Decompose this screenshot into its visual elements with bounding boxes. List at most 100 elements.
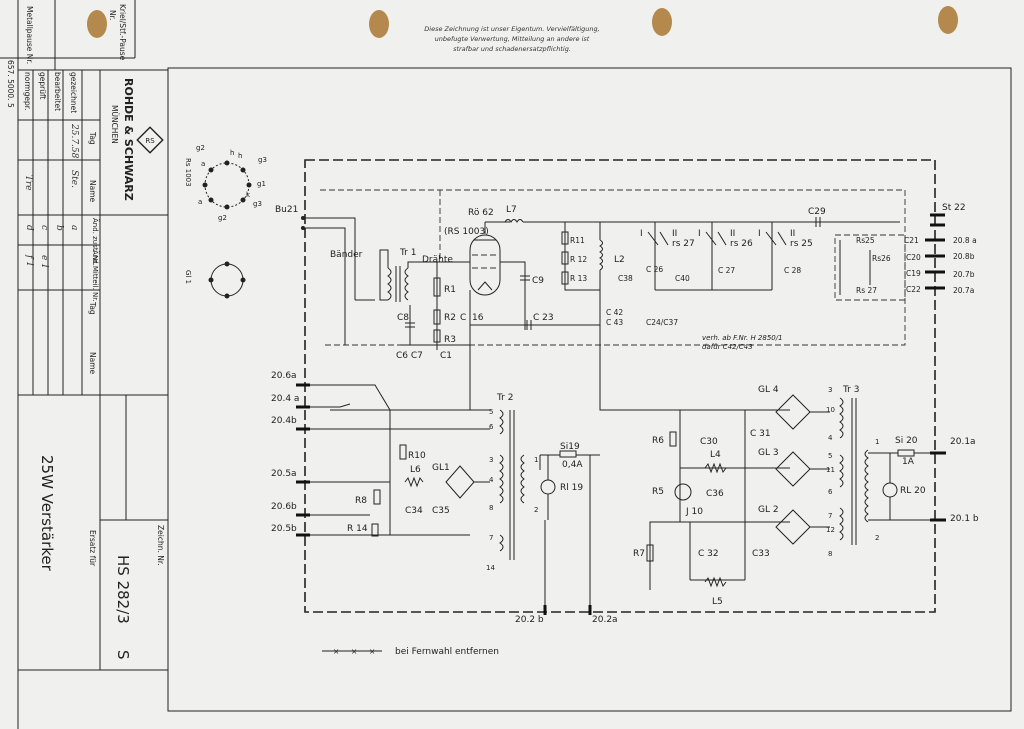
punch-hole xyxy=(652,8,672,36)
label-c40: C40 xyxy=(675,274,690,283)
pin-206b: 20.6b xyxy=(271,502,297,512)
label-r10: R10 xyxy=(408,451,426,461)
label-tr1: Tr 1 xyxy=(399,248,416,258)
bridge-gl4 xyxy=(775,394,811,430)
label-r1: R1 xyxy=(444,285,456,295)
label-r13: R 13 xyxy=(570,274,587,283)
svg-text:6: 6 xyxy=(489,423,494,431)
pin-204a: 20.4 a xyxy=(271,394,299,404)
label-l7: L7 xyxy=(506,205,517,215)
company-city: MÜNCHEN xyxy=(110,105,119,144)
notice-line: unbefugte Verwertung, Mitteilung an ande… xyxy=(435,35,590,43)
pin-201b: 20.1 b xyxy=(950,514,979,524)
switch-rs26: I II rs 26 xyxy=(698,229,753,249)
label-r12: R 12 xyxy=(570,255,587,264)
svg-text:×: × xyxy=(351,647,357,656)
col-tag2: Tag xyxy=(88,301,97,315)
switch-rs25: I II rs 25 xyxy=(758,229,813,249)
pin-207a: 20.7a xyxy=(953,286,974,295)
tube-roe62 xyxy=(469,234,501,296)
svg-text:rs 27: rs 27 xyxy=(672,239,695,249)
label-r3: R3 xyxy=(444,335,456,345)
label-l2: L2 xyxy=(614,255,625,265)
pin-205a: 20.5a xyxy=(271,469,297,479)
pin-202a: 20.2a xyxy=(592,615,618,625)
svg-text:rs 26: rs 26 xyxy=(730,239,753,249)
title-block: gezeichnet bearbeitet geprüft normgepr. … xyxy=(17,69,169,671)
label-c43: C 43 xyxy=(606,318,623,327)
svg-text:14: 14 xyxy=(486,564,495,572)
svg-text:a: a xyxy=(198,198,202,206)
pin-201a: 20.1a xyxy=(950,437,976,447)
label-bu21: Bu21 xyxy=(275,205,298,215)
label-c21: C21 xyxy=(904,236,919,245)
pin-206a: 20.6a xyxy=(271,371,297,381)
label-r2: R2 xyxy=(444,313,456,323)
label-c19: C19 xyxy=(906,269,921,278)
label-rs1003: (RS 1003) xyxy=(444,227,489,237)
svg-text:6: 6 xyxy=(828,488,833,496)
fernwahl-legend: ××× xyxy=(322,647,382,656)
pin-208b: 20.8b xyxy=(953,252,975,261)
svg-text:h: h xyxy=(238,152,242,160)
label-l4: L4 xyxy=(710,450,721,460)
label-gl2: GL 2 xyxy=(758,505,779,515)
label-si19: Si19 xyxy=(560,442,580,452)
svg-text:4: 4 xyxy=(489,476,494,484)
svg-text:4: 4 xyxy=(828,434,833,442)
label-c42: C 42 xyxy=(606,308,623,317)
svg-text:h: h xyxy=(230,149,234,157)
pin-207b: 20.7b xyxy=(953,270,975,279)
svg-text:2: 2 xyxy=(875,534,879,542)
label-r14: R 14 xyxy=(347,524,368,534)
date-value: 25.7.58 xyxy=(69,123,79,159)
label-c16: 16 xyxy=(472,313,484,323)
svg-text:I: I xyxy=(698,229,701,239)
svg-text:RS: RS xyxy=(145,137,155,145)
label-c28: C 28 xyxy=(784,266,801,275)
label-gl3: GL 3 xyxy=(758,448,779,458)
svg-text:11: 11 xyxy=(826,466,835,474)
svg-text:I: I xyxy=(640,229,643,239)
col-name2: Name xyxy=(88,352,97,375)
handwritten-mitt: f 1 xyxy=(24,254,34,267)
label-gl4: GL 4 xyxy=(758,385,779,395)
label-r8: R8 xyxy=(355,496,367,506)
label-rl20: RL 20 xyxy=(900,486,926,496)
label-roe62: Rö 62 xyxy=(468,208,494,218)
label-draehte: Drähte xyxy=(422,255,453,265)
label-c9: C9 xyxy=(532,276,544,286)
label-si20: Si 20 xyxy=(895,436,918,446)
bridge-gl1 xyxy=(445,465,475,499)
pin-204b: 20.4b xyxy=(271,416,297,426)
label-c6c7: C6 C7 xyxy=(396,351,423,361)
switch-rs27: I II rs 27 xyxy=(640,229,695,249)
label-c: C xyxy=(460,313,466,323)
handwritten-aend: c xyxy=(39,225,49,230)
svg-text:g3: g3 xyxy=(253,200,262,208)
transformer-tr3: 310 45 116 712 8 12 xyxy=(826,386,879,558)
svg-text:g2: g2 xyxy=(196,144,205,152)
label-c38: C38 xyxy=(618,274,633,283)
rs-logo: RS xyxy=(136,126,164,154)
svg-text:5: 5 xyxy=(489,408,493,416)
svg-text:8: 8 xyxy=(489,504,493,512)
label-c32: C 32 xyxy=(698,549,719,559)
label-l6: L6 xyxy=(410,465,421,475)
label-r6: R6 xyxy=(652,436,664,446)
row-bearbeitet: bearbeitet xyxy=(53,72,62,111)
label-gl1: GL1 xyxy=(432,463,450,473)
label-c34: C34 xyxy=(405,506,423,516)
pin-208a: 20.8 a xyxy=(953,236,977,245)
label-c36: C36 xyxy=(706,489,724,499)
punch-hole xyxy=(938,6,958,34)
note-line: dafür C42/C43 xyxy=(702,343,753,351)
label-Rs26: Rs26 xyxy=(872,254,891,263)
svg-text:I: I xyxy=(758,229,761,239)
drawing-number: HS 282/3 xyxy=(114,555,132,624)
handwritten-aend: b xyxy=(54,225,64,231)
drawing-frame xyxy=(167,67,1012,712)
notice-line: Diese Zeichnung ist unser Eigentum. Verv… xyxy=(424,25,599,33)
label-rl19: Rl 19 xyxy=(560,483,583,493)
svg-text:×: × xyxy=(333,647,339,656)
